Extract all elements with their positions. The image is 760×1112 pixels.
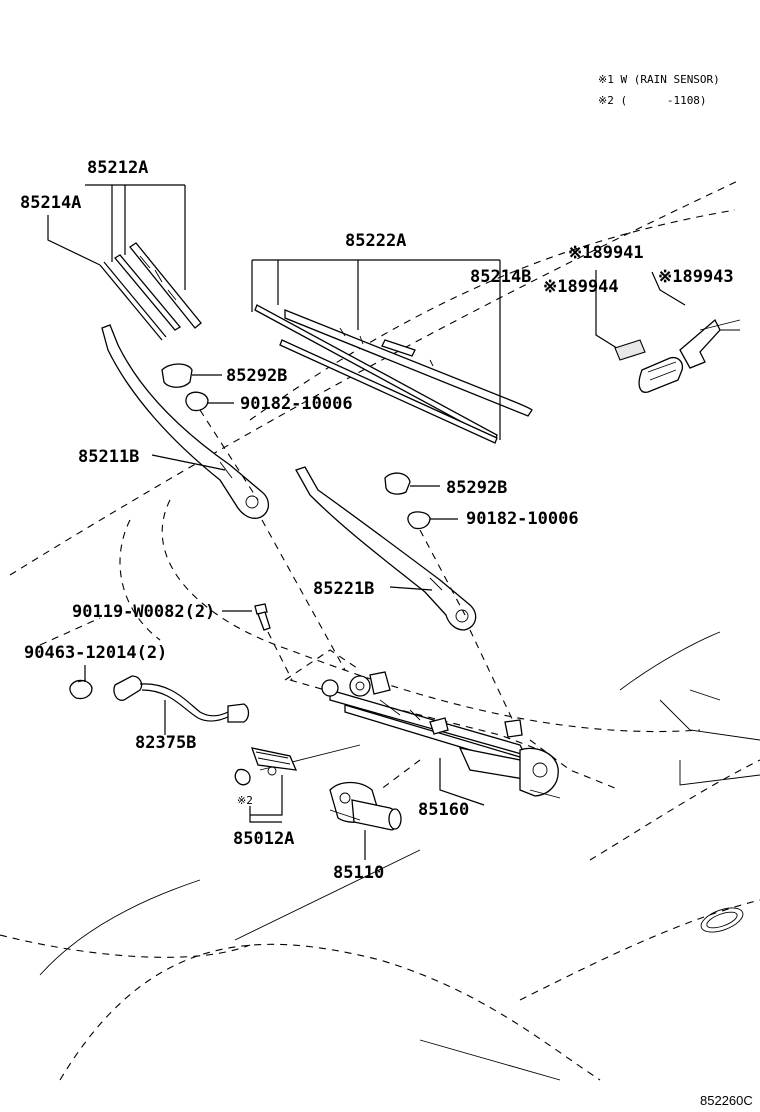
part-labels: 85212A 85214A 85222A 85214B ※189941 ※189… xyxy=(20,158,734,883)
wiper-link-assembly xyxy=(321,671,561,806)
label-85211B: 85211B xyxy=(78,447,139,467)
label-85292B-right: 85292B xyxy=(446,478,507,498)
label-89943: ※189943 xyxy=(658,267,734,287)
label-group-85222A xyxy=(251,259,501,440)
label-85214A: 85214A xyxy=(20,193,81,213)
label-85292B-left: 85292B xyxy=(226,366,287,386)
wiper-arm-left xyxy=(101,324,269,519)
wiper-caps xyxy=(161,363,458,530)
label-85222A: 85222A xyxy=(345,231,406,251)
label-note2-marker: ※2 xyxy=(237,794,253,807)
label-85214B: 85214B xyxy=(470,267,531,287)
label-89944: ※189944 xyxy=(543,277,619,297)
label-85110: 85110 xyxy=(333,863,384,883)
vehicle-outline xyxy=(0,179,760,1081)
wiper-blade-right xyxy=(254,304,533,444)
bolt-90119 xyxy=(222,603,293,681)
label-89941: ※189941 xyxy=(568,243,644,263)
assembly-leaders xyxy=(199,409,516,791)
bracket-85012A xyxy=(234,747,298,823)
label-85160: 85160 xyxy=(418,800,469,820)
label-90182-right: 90182-10006 xyxy=(466,509,579,529)
wiper-blade-left xyxy=(99,242,202,341)
label-82375B: 82375B xyxy=(135,733,196,753)
label-85012A: 85012A xyxy=(233,829,294,849)
label-90463: 90463-12014(2) xyxy=(24,643,167,663)
note-rain-sensor: ※1 W (RAIN SENSOR) xyxy=(598,73,720,86)
clip-and-harness xyxy=(69,665,250,735)
note-date-range: ※2 ( -1108) xyxy=(598,94,707,107)
label-85221B: 85221B xyxy=(313,579,374,599)
rain-sensor-parts xyxy=(595,270,741,393)
label-85212A: 85212A xyxy=(87,158,148,178)
label-90119: 90119-W0082(2) xyxy=(72,602,215,622)
label-group-85212A xyxy=(47,184,186,290)
wiper-motor xyxy=(329,781,402,860)
figure-code: 852260C xyxy=(700,1093,753,1108)
wiper-arm-right xyxy=(295,466,477,631)
label-90182-left: 90182-10006 xyxy=(240,394,353,414)
notes: ※1 W (RAIN SENSOR) ※2 ( -1108) xyxy=(598,73,720,107)
